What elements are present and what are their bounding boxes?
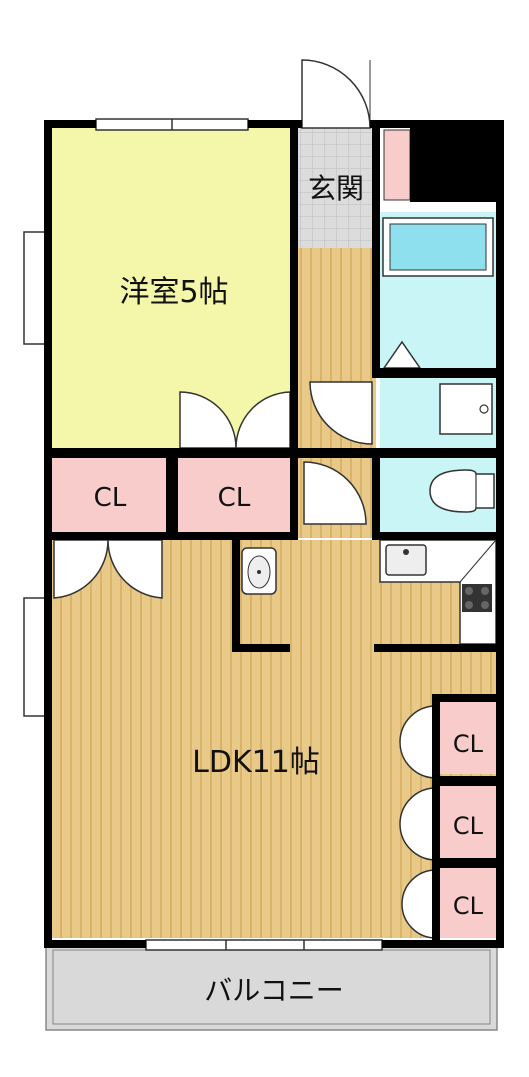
shoe-cabinet: [383, 129, 411, 201]
western-room-floor: [52, 128, 290, 448]
closet-label-2: CL: [218, 483, 251, 513]
closet-label-3: CL: [453, 730, 484, 758]
walls: [44, 120, 504, 948]
closet-label-1: CL: [94, 483, 127, 513]
closet-label-5: CL: [453, 892, 484, 920]
closet-right-3: [440, 868, 496, 938]
room-label-western: 洋室5帖: [119, 275, 228, 310]
closet-mid: [178, 458, 290, 532]
toilet: [429, 469, 495, 513]
room-label-ldk: LDK11帖: [192, 745, 320, 780]
genkan-floor: [298, 128, 376, 248]
room-label-genkan: 玄関: [308, 172, 364, 205]
closet-right-2: [440, 786, 496, 858]
closet-label-4: CL: [453, 812, 484, 840]
room-label-balcony: バルコニー: [204, 974, 343, 1007]
kitchen-sink: [385, 544, 427, 576]
closet-left: [52, 458, 166, 532]
door-swings: [53, 59, 437, 939]
closet-right-1: [440, 702, 496, 774]
